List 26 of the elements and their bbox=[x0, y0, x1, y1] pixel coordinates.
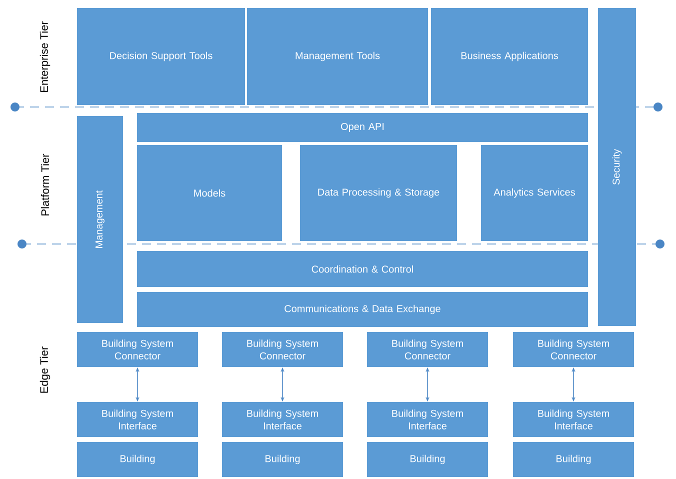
layer-box: Building System Connector bbox=[77, 332, 198, 367]
vertical-bar: Security bbox=[598, 8, 636, 326]
layer-box: Building System Interface bbox=[77, 402, 198, 437]
layer-box: Building System Connector bbox=[222, 332, 343, 367]
layer-box: Building System Interface bbox=[513, 402, 634, 437]
tier-label: Platform Tier bbox=[40, 154, 50, 216]
layer-box: Management Tools bbox=[247, 8, 428, 105]
layer-box: Data Processing & Storage bbox=[300, 145, 457, 241]
layer-box: Building bbox=[77, 442, 198, 477]
tier-label: Edge Tier bbox=[40, 346, 50, 393]
layer-box: Building System Interface bbox=[222, 402, 343, 437]
layer-box: Communications & Data Exchange bbox=[137, 292, 588, 327]
layer-box: Building System Connector bbox=[513, 332, 634, 367]
layer-box: Building System Interface bbox=[367, 402, 488, 437]
layer-box: Models bbox=[137, 145, 282, 241]
layer-box: Building System Connector bbox=[367, 332, 488, 367]
layer-box: Building bbox=[513, 442, 634, 477]
vertical-bar: Management bbox=[77, 116, 123, 323]
layer-box: Analytics Services bbox=[481, 145, 588, 241]
layer-box: Building bbox=[222, 442, 343, 477]
layer-box: Business Applications bbox=[431, 8, 588, 105]
layer-box: Building bbox=[367, 442, 488, 477]
layer-box: Coordination & Control bbox=[137, 251, 588, 287]
tier-label: Enterprise Tier bbox=[40, 21, 50, 92]
layer-box: Decision Support Tools bbox=[77, 8, 245, 105]
layer-box: Open API bbox=[137, 113, 588, 142]
